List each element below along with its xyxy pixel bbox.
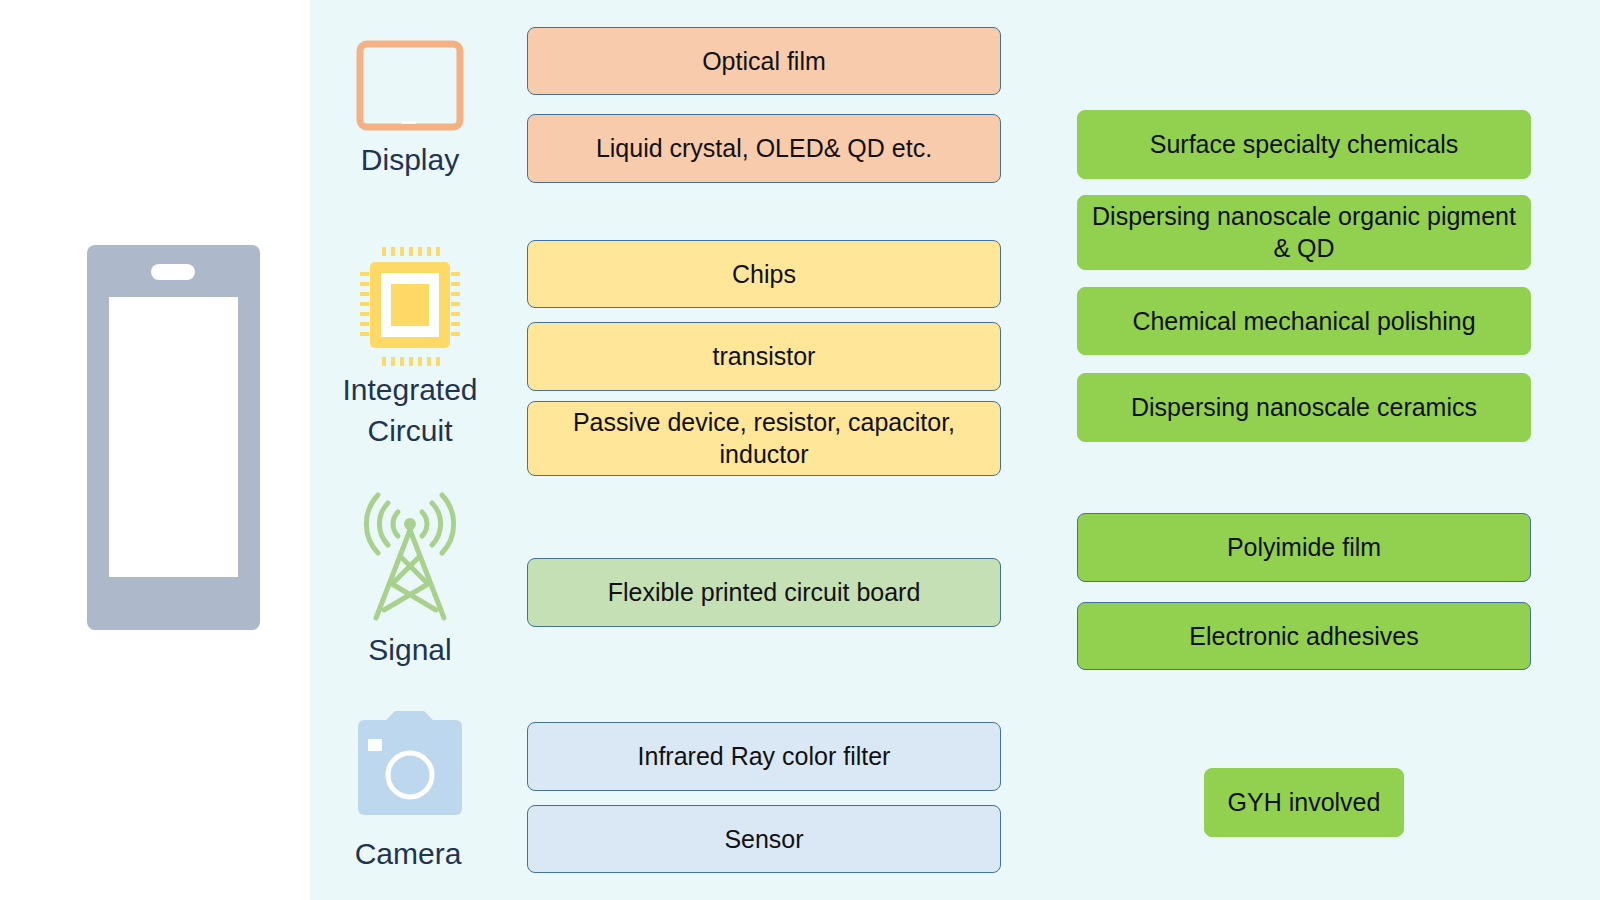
display-icon [360, 44, 460, 127]
box-text: Dispersing nanoscale organic pigment & Q… [1090, 200, 1518, 265]
legend-box: GYH involved [1204, 768, 1404, 837]
component-box: Sensor [527, 805, 1001, 873]
component-box: Passive device, resistor, capacitor, ind… [527, 401, 1001, 476]
phone-body [87, 245, 260, 630]
box-text: Passive device, resistor, capacitor, ind… [540, 406, 988, 471]
category-label: Integrated Circuit [335, 370, 485, 451]
box-text: Sensor [724, 823, 803, 856]
component-box: Flexible printed circuit board [527, 558, 1001, 627]
product-box: Dispersing nanoscale ceramics [1077, 373, 1531, 442]
product-box: Polyimide film [1077, 513, 1531, 582]
material-box: Liquid crystal, OLED& QD etc. [527, 114, 1001, 183]
display-icon-button [402, 121, 416, 124]
product-box: Electronic adhesives [1077, 602, 1531, 670]
category-label: Camera [355, 834, 462, 875]
phone-speaker [151, 264, 195, 280]
box-text: Flexible printed circuit board [608, 576, 921, 609]
box-text: Surface specialty chemicals [1150, 128, 1458, 161]
phone-screen [109, 297, 238, 577]
box-text: GYH involved [1228, 786, 1381, 819]
camera-icon [358, 711, 462, 815]
box-text: Dispersing nanoscale ceramics [1131, 391, 1477, 424]
chip-icon [360, 247, 460, 366]
component-box: transistor [527, 322, 1001, 391]
box-text: Chips [732, 258, 796, 291]
product-box: Dispersing nanoscale organic pigment & Q… [1077, 195, 1531, 270]
box-text: Liquid crystal, OLED& QD etc. [596, 132, 932, 165]
product-box: Chemical mechanical polishing [1077, 287, 1531, 355]
box-text: Polyimide film [1227, 531, 1381, 564]
box-text: Electronic adhesives [1189, 620, 1418, 653]
product-box: Surface specialty chemicals [1077, 110, 1531, 179]
box-text: transistor [713, 340, 816, 373]
antenna-icon [366, 495, 453, 618]
category-label: Display [361, 140, 459, 181]
box-text: Infrared Ray color filter [638, 740, 891, 773]
component-box: Chips [527, 240, 1001, 308]
component-box: Infrared Ray color filter [527, 722, 1001, 791]
material-box: Optical film [527, 27, 1001, 95]
box-text: Optical film [702, 45, 826, 78]
category-label: Signal [368, 630, 451, 671]
box-text: Chemical mechanical polishing [1132, 305, 1475, 338]
